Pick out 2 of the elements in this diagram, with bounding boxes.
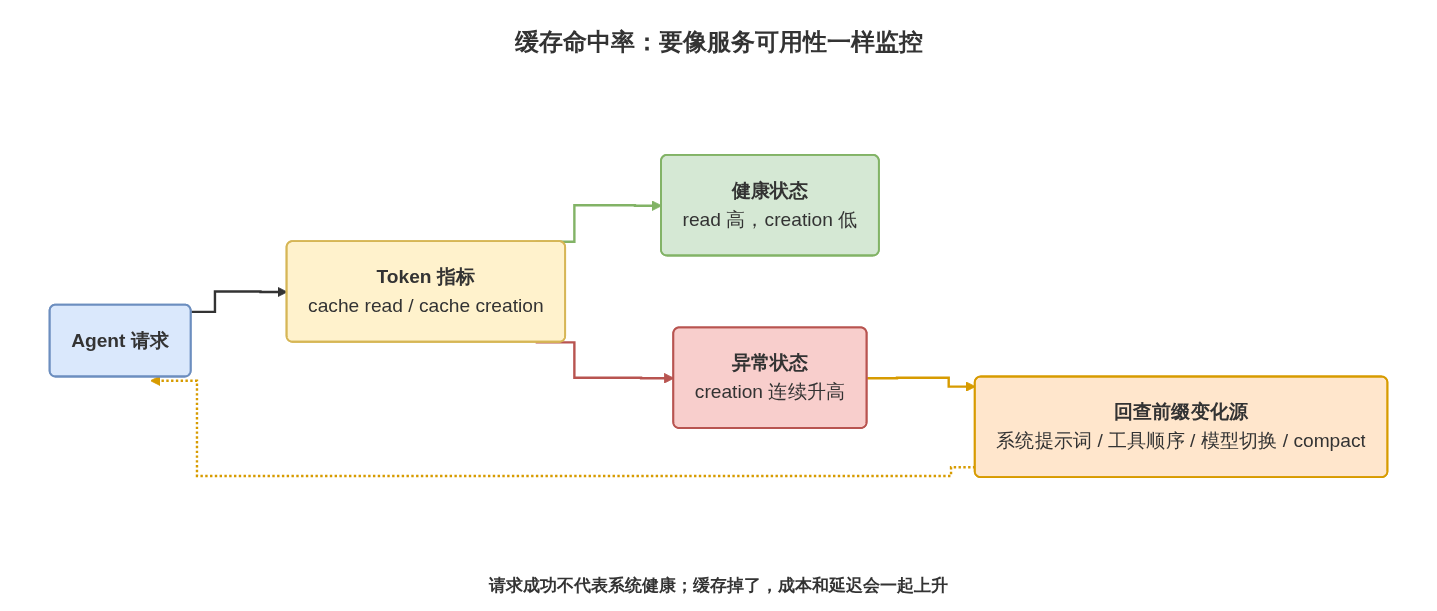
diagram-title: 缓存命中率：要像服务可用性一样监控	[514, 27, 923, 57]
diagram-caption: 请求成功不代表系统健康；缓存掉了，成本和延迟会一起上升	[489, 575, 948, 597]
